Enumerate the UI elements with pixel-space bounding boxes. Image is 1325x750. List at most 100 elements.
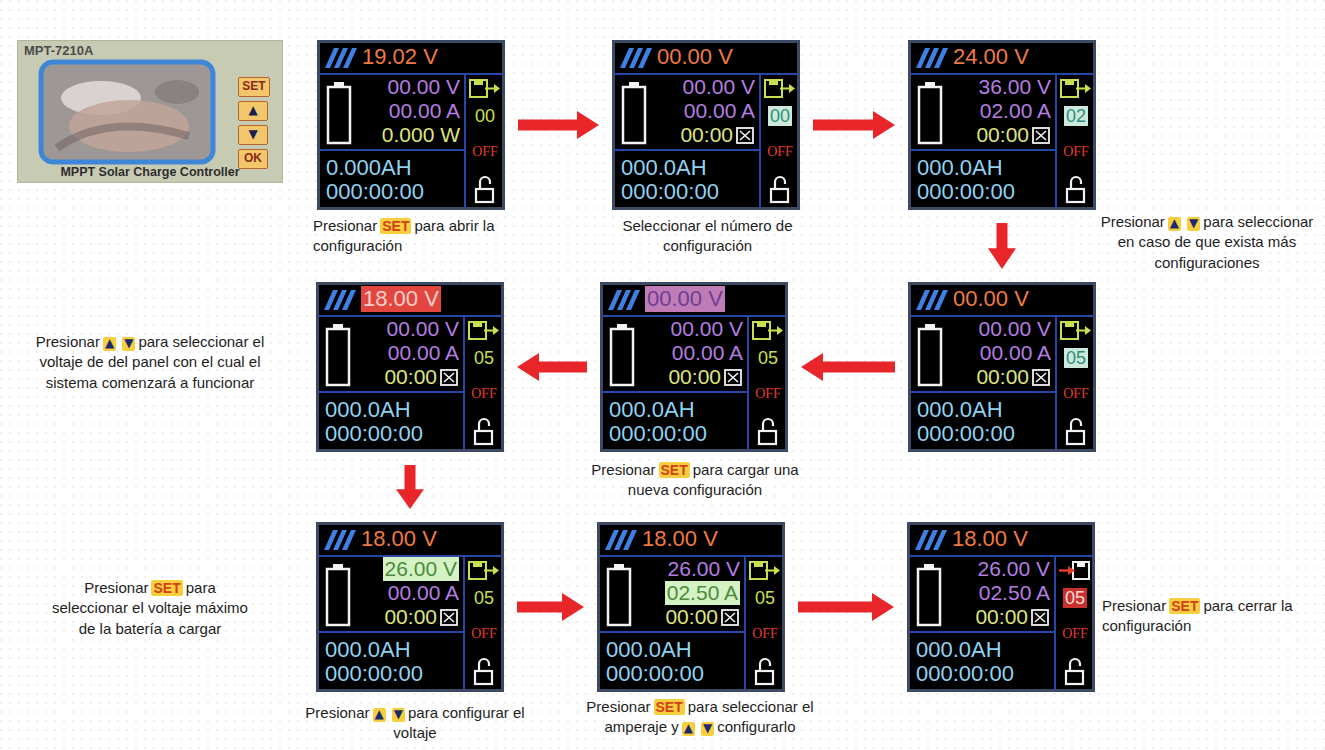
step-caption: Presionar▲▼para seleccionar en caso de q… <box>1096 212 1318 273</box>
step-caption: Presionar▲▼para configurar el voltaje <box>305 703 525 744</box>
save-icon <box>1061 322 1091 339</box>
step-caption: Seleccionar el número de configuración <box>600 216 815 257</box>
checkbox-icon <box>441 370 457 385</box>
elapsed-time: 000:00:00 <box>606 661 704 686</box>
lcd-icons <box>318 524 503 691</box>
step-caption: PresionarSETpara seleccionar el voltaje … <box>45 578 255 639</box>
caption-text: Presionar <box>591 461 655 478</box>
output-state: OFF <box>752 626 778 642</box>
output-state: OFF <box>1063 144 1089 160</box>
set-key: SET <box>151 580 182 596</box>
power-or-time: 00:00 <box>975 605 1028 629</box>
flow-arrow <box>396 465 424 509</box>
output-state: OFF <box>755 386 781 402</box>
elapsed-time: 000:00:00 <box>325 661 423 686</box>
battery-current: 02.50 A <box>665 581 740 605</box>
power-or-time: 00:00 <box>665 605 718 629</box>
output-state: OFF <box>472 144 498 160</box>
controller-panel: MPT-7210A MPPT Solar Charge Controller SET… <box>17 40 283 183</box>
caption-text: Seleccionar el número de configuración <box>622 217 792 254</box>
flow-arrow <box>988 223 1016 269</box>
battery-current: 00.00 A <box>388 341 459 365</box>
panel-voltage: 00.00 V <box>657 44 733 69</box>
step-caption: PresionarSETpara cargar una nueva config… <box>585 460 805 501</box>
caption-text: Presionar <box>305 704 369 721</box>
step-caption: PresionarSETpara cerrar la configuración <box>1102 596 1302 637</box>
config-number: 00 <box>475 106 495 127</box>
lcd-screen: 00.00 V00.00 V00.00 A00:0000OFF000.0AH00… <box>612 40 800 210</box>
lcd-icons <box>319 42 504 209</box>
output-state: OFF <box>471 386 497 402</box>
battery-current: 00.00 A <box>672 341 743 365</box>
arrow-key: ▼ <box>701 722 714 736</box>
lcd-icons <box>599 524 784 691</box>
checkbox-icon <box>1032 610 1048 625</box>
panel-voltage: 24.00 V <box>953 44 1029 69</box>
panel-voltage: 19.02 V <box>362 44 438 69</box>
config-number: 05 <box>758 348 778 369</box>
save-icon <box>1059 562 1089 579</box>
button-label: OK <box>244 152 262 166</box>
elapsed-time: 000:00:00 <box>916 661 1014 686</box>
product-label: MPPT Solar Charge Controller <box>60 165 239 179</box>
amp-hours: 000.0AH <box>325 397 411 422</box>
output-state: OFF <box>1062 626 1088 642</box>
amp-hours: 000.0AH <box>325 637 411 662</box>
amp-hours: 000.0AH <box>606 637 692 662</box>
arrow-key: ▲ <box>1168 217 1181 231</box>
set-key: SET <box>1169 598 1200 614</box>
config-number: 05 <box>755 588 775 609</box>
caption-text: Presionar <box>313 217 377 234</box>
save-icon <box>765 80 795 97</box>
step-caption: PresionarSETpara seleccionar el amperaje… <box>555 697 845 738</box>
elapsed-time: 000:00:00 <box>621 179 719 204</box>
set-key: SET <box>380 218 411 234</box>
panel-button: OK <box>238 149 268 169</box>
elapsed-time: 000:00:00 <box>325 421 423 446</box>
battery-voltage: 00.00 V <box>979 317 1051 341</box>
lcd-screen: 18.00 V00.00 V00.00 A00:0005OFF000.0AH00… <box>316 282 504 452</box>
battery-voltage: 36.00 V <box>979 75 1051 99</box>
checkbox-icon <box>722 610 738 625</box>
lcd-icons <box>614 42 799 209</box>
panel-button: SET <box>238 77 270 97</box>
battery-current: 00.00 A <box>388 581 459 605</box>
arrow-key: ▼ <box>1187 217 1200 231</box>
flow-arrow <box>801 353 895 381</box>
power-or-time: 00:00 <box>680 123 733 147</box>
power-or-time: 00:00 <box>976 123 1029 147</box>
lcd-icons <box>910 284 1095 451</box>
lcd-icons <box>602 284 787 451</box>
button-label: SET <box>242 80 265 94</box>
panel-button: ▼ <box>238 125 268 145</box>
save-icon <box>469 562 499 579</box>
checkbox-icon <box>1033 128 1049 143</box>
checkbox-icon <box>725 370 741 385</box>
battery-voltage: 26.00 V <box>668 557 740 581</box>
amp-hours: 000.0AH <box>917 397 1003 422</box>
amp-hours: 0.000AH <box>326 155 412 180</box>
elapsed-time: 000:00:00 <box>609 421 707 446</box>
power-or-time: 0.000 W <box>382 123 460 147</box>
caption-text: para configurar el voltaje <box>393 704 524 741</box>
battery-voltage: 00.00 V <box>671 317 743 341</box>
lcd-screen: 00.00 V00.00 V00.00 A00:0005OFF000.0AH00… <box>908 282 1096 452</box>
set-key: SET <box>654 699 685 715</box>
set-key: SET <box>659 462 690 478</box>
output-state: OFF <box>767 144 793 160</box>
caption-text: para seleccionar el voltaje máximo de la… <box>52 579 248 637</box>
arrow-key: ▲ <box>103 337 116 351</box>
lcd-screen: 18.00 V26.00 V02.50 A00:0005OFF000.0AH00… <box>597 522 785 692</box>
lcd-screen: 00.00 V00.00 V00.00 A00:0005OFF000.0AH00… <box>600 282 788 452</box>
flow-arrow <box>517 593 584 621</box>
model-label: MPT-7210A <box>24 44 93 59</box>
amp-hours: 000.0AH <box>917 155 1003 180</box>
battery-current: 00.00 A <box>684 99 755 123</box>
lcd-icons <box>909 524 1094 691</box>
lcd-screen: 18.00 V26.00 V02.50 A00:0005OFF000.0AH00… <box>907 522 1095 692</box>
lcd-screen: 24.00 V36.00 V02.00 A00:0002OFF000.0AH00… <box>908 40 1096 210</box>
button-label: ▲ <box>248 104 257 118</box>
checkbox-icon <box>441 610 457 625</box>
